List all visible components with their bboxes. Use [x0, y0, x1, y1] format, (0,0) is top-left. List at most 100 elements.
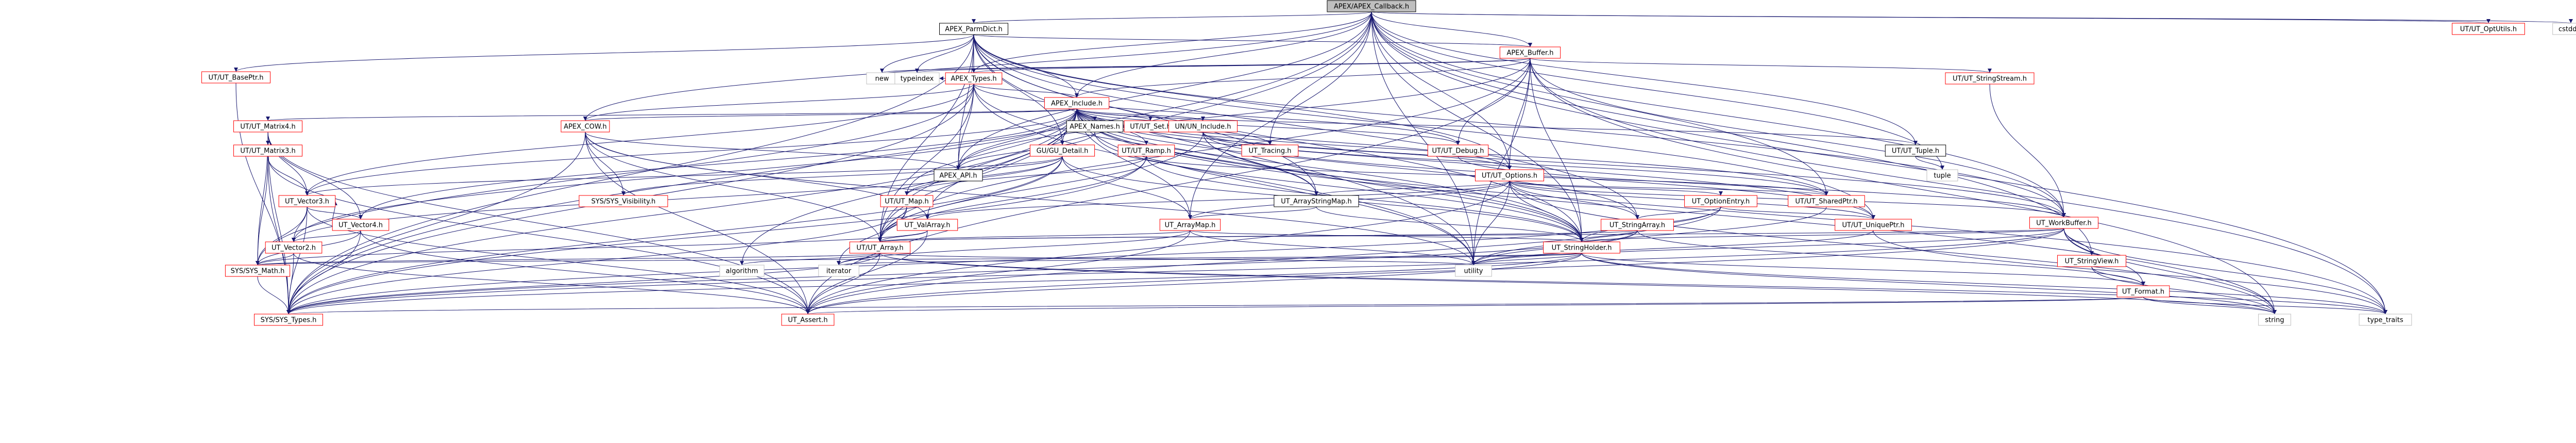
file-node-label: APEX_Types.h	[951, 75, 996, 83]
file-node-un-include[interactable]: UN/UN_Include.h	[1168, 120, 1238, 133]
file-node-ut-sharedptr[interactable]: UT/UT_SharedPtr.h	[1788, 195, 1865, 207]
edge-apex-callback-to-ut-tuple	[1371, 11, 1918, 145]
file-node-ut-stringstream[interactable]: UT/UT_StringStream.h	[1945, 72, 2035, 85]
edge-ut-options-to-ut-optionentry	[1509, 181, 1723, 196]
file-node-ut-tuple[interactable]: UT/UT_Tuple.h	[1885, 144, 1946, 157]
file-node-ut-map[interactable]: UT/UT_Map.h	[880, 195, 934, 207]
edge-ut-array-to-type-traits	[879, 253, 2387, 315]
edge-apex-include-to-ut-vector2	[292, 108, 1077, 242]
edge-apex-com-to-ut-array	[585, 132, 882, 242]
file-node-ut-ramp[interactable]: UT/UT_Ramp.h	[1117, 144, 1175, 157]
file-node-algorithm: algorithm	[719, 265, 765, 277]
file-node-ut-format[interactable]: UT_Format.h	[2116, 285, 2170, 298]
edge-ut-array-to-sys-math	[256, 253, 880, 266]
edge-apex-include-to-ut-matrix4	[266, 108, 1077, 121]
edge-apex-types-to-apex-com	[583, 84, 974, 121]
file-node-label: APEX/APEX_Callback.h	[1334, 3, 1409, 11]
file-node-apex-callback[interactable]: APEX/APEX_Callback.h	[1327, 0, 1416, 12]
file-node-cstddef: cstddef	[2552, 23, 2576, 35]
file-node-sys-math[interactable]: SYS/SYS_Math.h	[225, 265, 291, 277]
edge-ut-options-to-ut-workbuffer	[1509, 181, 2066, 218]
edge-ut-workbuffer-to-ut-assert	[806, 228, 2064, 315]
file-node-ut-baseptr[interactable]: UT/UT_BasePtr.h	[201, 71, 270, 84]
file-node-string: string	[2258, 314, 2291, 326]
file-node-ut-matrix4[interactable]: UT/UT_Matrix4.h	[233, 120, 302, 133]
edge-apex-parmdict-to-ut-options	[973, 34, 1512, 170]
file-node-iterator: iterator	[818, 265, 859, 277]
file-node-ut-valarray[interactable]: UT_ValArray.h	[896, 219, 958, 231]
file-nodes: APEX/APEX_Callback.hAPEX_ParmDict.hUT/UT…	[201, 0, 2576, 326]
edge-apex-parmdict-to-sys-types	[286, 34, 974, 315]
edge-apex-parmdict-to-ut-workbuffer	[973, 34, 2066, 218]
file-node-label: UT/UT_BasePtr.h	[209, 74, 264, 82]
edge-ut-matrix4-to-ut-vector3	[267, 132, 309, 196]
file-node-sys-visibility[interactable]: SYS/SYS_Visibility.h	[579, 195, 668, 207]
edge-apex-com-to-ut-assert	[585, 132, 810, 315]
edge-apex-buffer-to-utility	[1471, 58, 1531, 266]
edge-apex-callback-to-cstddef	[1371, 11, 2572, 24]
file-node-gu-detail[interactable]: GU/GU_Detail.h	[1029, 144, 1095, 157]
edge-ut-matrix3-to-sys-types	[267, 156, 291, 315]
file-node-label: UT/UT_Options.h	[1482, 172, 1537, 180]
file-node-label: UT_StringView.h	[2065, 258, 2119, 266]
file-node-ut-stringarray[interactable]: UT_StringArray.h	[1601, 219, 1674, 231]
edge-apex-include-to-apex-com	[583, 108, 1077, 121]
edge-apex-names-to-apex-api	[956, 132, 1095, 170]
edge-ut-map-to-sys-types	[286, 206, 907, 315]
file-node-apex-parmdict[interactable]: APEX_ParmDict.h	[939, 23, 1008, 35]
file-node-ut-vector4[interactable]: UT_Vector4.h	[332, 219, 389, 231]
file-node-ut-vector3[interactable]: UT_Vector3.h	[278, 195, 336, 207]
file-node-ut-vector2[interactable]: UT_Vector2.h	[265, 241, 323, 254]
file-node-apex-com[interactable]: APEX_COW.h	[561, 120, 610, 133]
edge-apex-include-to-ut-vector4	[359, 108, 1077, 220]
edge-ut-workbuffer-to-string	[2063, 228, 2277, 315]
edge-ut-options-to-ut-stringarray	[1509, 181, 1639, 220]
edge-ut-sharedptr-to-utility	[1471, 206, 1827, 266]
file-node-label: UT_OptionEntry.h	[1692, 198, 1750, 206]
edge-apex-include-to-type-traits	[1076, 108, 2387, 315]
file-node-apex-names[interactable]: APEX_Names.h	[1066, 120, 1124, 133]
file-node-ut-uniqueptr[interactable]: UT/UT_UniquePtr.h	[1835, 219, 1912, 231]
file-node-ut-optionentry[interactable]: UT_OptionEntry.h	[1684, 195, 1757, 207]
edge-sys-math-to-sys-types	[257, 276, 291, 315]
edge-apex-buffer-to-apex-api	[956, 58, 1531, 170]
edge-apex-callback-to-apex-buffer	[1371, 11, 1532, 47]
file-node-ut-array[interactable]: UT/UT_Array.h	[849, 241, 911, 254]
file-node-apex-include[interactable]: APEX_Include.h	[1044, 97, 1110, 109]
edge-ut-vector2-to-sys-types	[286, 253, 294, 315]
file-node-ut-optutils[interactable]: UT/UT_OptUtils.h	[2452, 23, 2525, 35]
edge-ut-options-to-ut-stringholder	[1509, 181, 1584, 242]
file-node-label: UT_Vector4.h	[338, 222, 383, 229]
file-node-label: UT_Vector3.h	[285, 198, 329, 206]
file-node-ut-assert[interactable]: UT_Assert.h	[781, 314, 835, 326]
file-node-ut-stringholder[interactable]: UT_StringHolder.h	[1543, 241, 1620, 254]
edge-ut-matrix3-to-ut-assert	[267, 156, 810, 315]
edge-ut-debug-to-ut-workbuffer	[1458, 156, 2066, 218]
file-node-label: UT/UT_Map.h	[885, 198, 929, 206]
file-node-ut-arraymap[interactable]: UT_ArrayMap.h	[1159, 219, 1221, 231]
file-node-ut-debug[interactable]: UT/UT_Debug.h	[1427, 144, 1489, 157]
file-node-label: SYS/SYS_Visibility.h	[591, 198, 656, 206]
file-node-ut-matrix3[interactable]: UT/UT_Matrix3.h	[233, 144, 302, 157]
edge-ut-stringholder-to-ut-format	[1581, 253, 2145, 286]
file-node-ut-workbuffer[interactable]: UT_WorkBuffer.h	[2029, 217, 2098, 229]
file-node-ut-options[interactable]: UT/UT_Options.h	[1475, 169, 1544, 182]
edge-ut-format-to-string	[2143, 297, 2277, 315]
edge-ut-format-to-ut-assert	[806, 297, 2144, 315]
edge-ut-vector4-to-sys-types	[286, 230, 361, 315]
file-node-label: UT_WorkBuffer.h	[2036, 220, 2092, 227]
file-node-label: UT_StringHolder.h	[1552, 244, 1612, 252]
file-node-apex-buffer[interactable]: APEX_Buffer.h	[1499, 46, 1561, 59]
file-node-typeindex: typeindex	[894, 72, 940, 85]
edge-apex-callback-to-apex-types	[972, 11, 1372, 73]
file-node-ut-arraystringmap[interactable]: UT_ArrayStringMap.h	[1274, 195, 1359, 207]
file-node-apex-types[interactable]: APEX_Types.h	[945, 72, 1003, 85]
edge-ut-stringholder-to-ut-assert	[806, 253, 1582, 315]
file-node-sys-types[interactable]: SYS/SYS_Types.h	[254, 314, 323, 326]
file-node-ut-stringview[interactable]: UT_StringView.h	[2057, 255, 2126, 267]
edge-ut-array-to-string	[879, 253, 2277, 315]
file-node-apex-api[interactable]: APEX_API.h	[934, 169, 983, 182]
file-node-ut-set[interactable]: UT/UT_Set.h	[1124, 120, 1177, 133]
file-node-ut-tracing[interactable]: UT_Tracing.h	[1241, 144, 1299, 157]
edge-apex-include-to-sys-types	[286, 108, 1077, 315]
